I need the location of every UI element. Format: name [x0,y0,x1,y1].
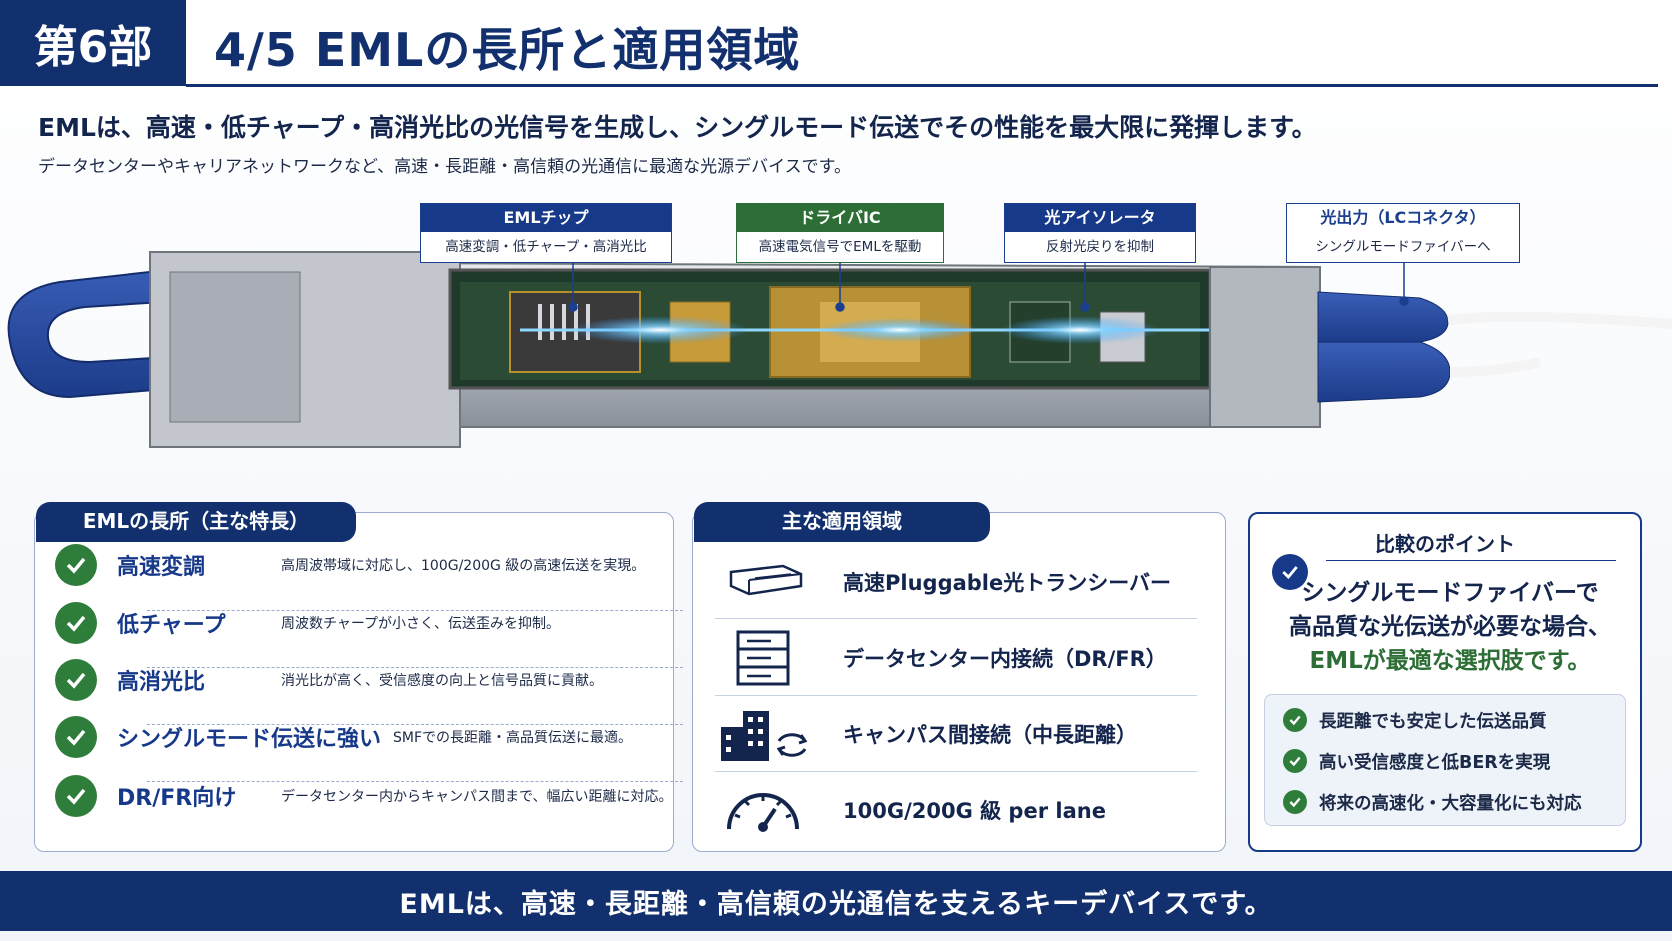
advantages-panel: 高速変調 高周波帯域に対応し、100G/200G 級の高速伝送を実現。 低チャー… [34,512,683,852]
callout-title: EMLチップ [421,204,671,232]
check-icon [55,602,97,644]
callout-driver-ic: ドライバIC 高速電気信号でEMLを駆動 [736,203,944,263]
comparison-panel: 比較のポイント シングルモードファイバーで 高品質な光伝送が必要な場合、 EML… [1248,512,1642,852]
advantage-item: 高消光比 消光比が高く、受信感度の向上と信号品質に貢献。 [55,652,681,708]
divider [147,667,683,668]
callout-title: ドライバIC [737,204,943,232]
comparison-point: 高い受信感度と低BERを実現 [1283,746,1550,776]
check-icon [1283,749,1307,773]
advantage-item: シングルモード伝送に強い SMFでの長距離・高品質伝送に最適。 [55,709,681,765]
campus-buildings-icon [713,704,813,764]
advantages-title: EMLの長所（主な特長） [36,502,356,542]
advantage-desc: SMFでの長距離・高品質伝送に最適。 [393,730,633,746]
comparison-points-box: 長距離でも安定した伝送品質 高い受信感度と低BERを実現 将来の高速化・大容量化… [1264,694,1626,826]
check-icon [55,716,97,758]
header-rule [186,84,1658,87]
advantage-item: 高速変調 高周波帯域に対応し、100G/200G 級の高速伝送を実現。 [55,537,681,593]
advantage-desc: データセンター内からキャンパス間まで、幅広い距離に対応。 [281,789,673,805]
page-title: 4/5 EMLの長所と適用領域 [214,23,801,77]
advantage-desc: 消光比が高く、受信感度の向上と信号品質に貢献。 [281,673,603,689]
callout-sub: 高速電気信号でEMLを駆動 [758,239,922,255]
comparison-point-label: 長距離でも安定した伝送品質 [1319,711,1547,732]
advantage-name: DR/FR向け [117,786,237,811]
application-label: データセンター内接続（DR/FR） [843,647,1167,671]
lead-text: EMLは、高速・低チャープ・高消光比の光信号を生成し、シングルモード伝送でその性… [38,113,1317,142]
application-item: 100G/200G 級 per lane [713,775,1193,845]
transceiver-icon [713,552,813,612]
section-badge: 第6部 [0,0,186,86]
check-icon [1283,708,1307,732]
advantage-desc: 高周波帯域に対応し、100G/200G 級の高速伝送を実現。 [281,558,646,574]
check-icon [1272,554,1308,590]
callout-lc-output: 光出力（LCコネクタ） シングルモードファイバーへ [1286,203,1520,263]
applications-panel: 高速Pluggable光トランシーバー データセンター内接続（DR/FR） キャ… [692,512,1226,852]
advantage-item: DR/FR向け データセンター内からキャンパス間まで、幅広い距離に対応。 [55,768,681,824]
application-item: 高速Pluggable光トランシーバー [713,547,1193,617]
advantage-name: 低チャープ [117,613,226,638]
comparison-point-label: 高い受信感度と低BERを実現 [1319,752,1551,773]
sub-text: データセンターやキャリアネットワークなど、高速・長距離・高信頼の光通信に最適な光… [38,157,851,177]
applications-title: 主な適用領域 [694,502,990,542]
speedometer-icon [713,780,813,840]
advantage-name: 高速変調 [117,555,206,580]
divider [715,771,1197,772]
callout-isolator: 光アイソレータ 反射光戻りを抑制 [1004,203,1196,263]
footer-banner: EMLは、高速・長距離・高信頼の光通信を支えるキーデバイスです。 [0,871,1672,931]
callout-sub: 高速変調・低チャープ・高消光比 [445,239,647,255]
comparison-title: 比較のポイント [1375,532,1515,556]
application-label: キャンパス間接続（中長距離） [843,723,1137,747]
check-icon [55,544,97,586]
divider [715,695,1197,696]
lc-connector-top [1317,291,1449,343]
transceiver-illustration [7,248,1672,448]
divider [147,781,683,782]
server-rack-icon [713,628,813,688]
comparison-point: 将来の高速化・大容量化にも対応 [1283,787,1582,817]
divider [147,610,683,611]
divider [715,618,1197,619]
application-item: キャンパス間接続（中長距離） [713,699,1193,769]
advantage-desc: 周波数チャープが小さく、伝送歪みを抑制。 [281,616,561,632]
application-item: データセンター内接続（DR/FR） [713,623,1193,693]
check-icon [55,775,97,817]
advantage-item: 低チャープ 周波数チャープが小さく、伝送歪みを抑制。 [55,595,681,651]
fiber-bottom [1449,357,1542,377]
callout-sub: 反射光戻りを抑制 [1046,239,1154,255]
callout-title: 光アイソレータ [1005,204,1195,232]
comparison-message-line-3: EMLが最適な選択肢です。 [1309,648,1591,674]
application-label: 高速Pluggable光トランシーバー [843,571,1172,595]
check-icon [1283,790,1307,814]
check-icon [55,659,97,701]
callout-eml-chip: EMLチップ 高速変調・低チャープ・高消光比 [420,203,672,263]
comparison-point: 長距離でも安定した伝送品質 [1283,705,1547,735]
comparison-message-line-2: 高品質な光伝送が必要な場合、 [1289,614,1611,640]
application-label: 100G/200G 級 per lane [843,799,1106,823]
advantage-name: 高消光比 [117,670,206,695]
comparison-point-label: 将来の高速化・大容量化にも対応 [1319,793,1582,814]
lc-connector-bottom [1317,341,1451,403]
callout-title: 光出力（LCコネクタ） [1287,204,1519,232]
callout-sub: シングルモードファイバーへ [1315,239,1491,255]
advantage-name: シングルモード伝送に強い [117,727,382,752]
divider [147,724,683,725]
fiber-top [1447,311,1672,329]
comparison-message-line-1: シングルモードファイバーで [1301,580,1599,606]
comparison-rule [1326,560,1616,561]
